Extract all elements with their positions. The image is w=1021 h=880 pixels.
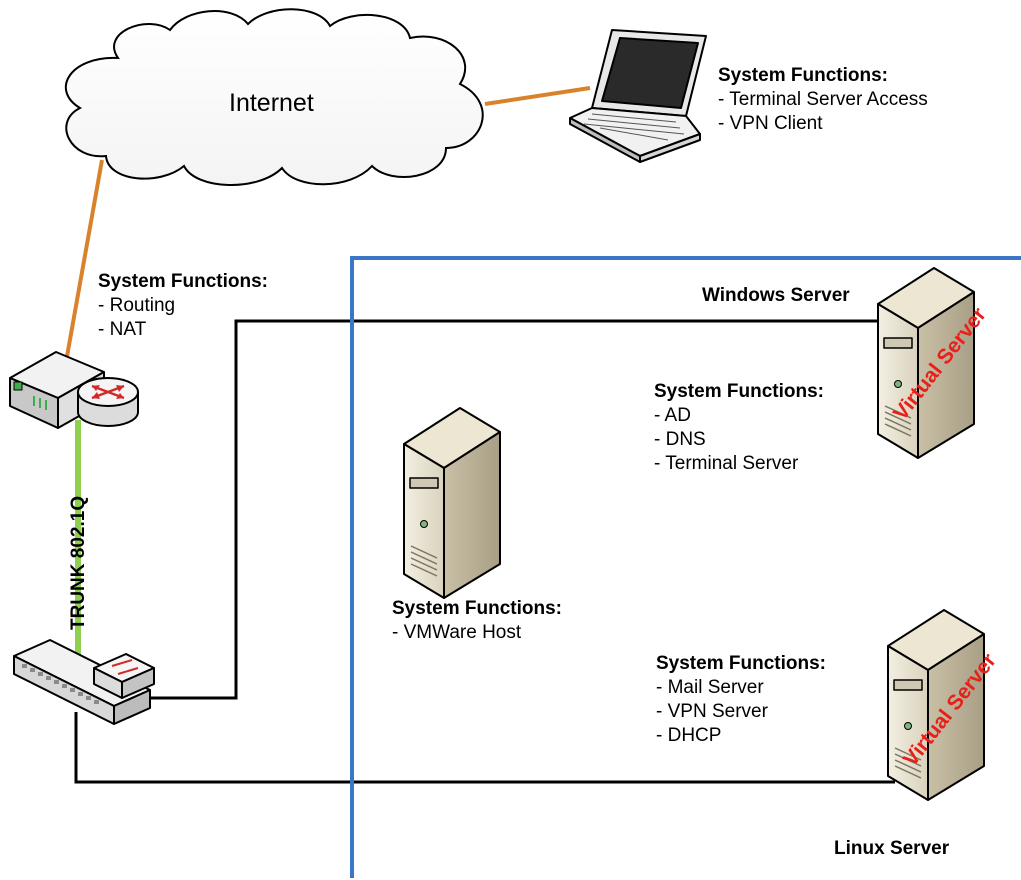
windows-server-functions: System Functions: - AD - DNS - Terminal … — [654, 380, 824, 476]
linux-server-icon: Virtual Server — [887, 609, 1001, 801]
linux-function-item: - VPN Server — [656, 701, 768, 722]
windows-function-item: - DNS — [654, 429, 706, 450]
vmware-host-functions: System Functions: - VMWare Host — [392, 597, 562, 645]
laptop-icon — [569, 29, 707, 163]
linux-server-title: Linux Server — [834, 838, 950, 859]
windows-function-item: - Terminal Server — [654, 453, 799, 474]
windows-server-title: Windows Server — [702, 285, 850, 306]
router-functions-heading: System Functions: — [98, 271, 268, 292]
linux-function-item: - Mail Server — [656, 677, 764, 698]
vmware-host-boundary — [350, 256, 1021, 878]
link-switch-windows-server — [150, 319, 885, 700]
linux-function-item: - DHCP — [656, 725, 722, 746]
router-functions: System Functions: - Routing - NAT — [98, 270, 268, 342]
router-function-item: - NAT — [98, 319, 147, 340]
windows-function-item: - AD — [654, 405, 691, 426]
trunk-label: TRUNK 802.1Q — [68, 496, 89, 630]
vmware-host-server-icon — [403, 407, 501, 599]
laptop-function-item: - VPN Client — [718, 113, 823, 134]
router-icon — [9, 351, 139, 429]
wan-link-cloud-router — [64, 159, 104, 363]
windows-functions-heading: System Functions: — [654, 381, 824, 402]
router-function-item: - Routing — [98, 295, 176, 316]
laptop-function-item: - Terminal Server Access — [718, 89, 928, 110]
link-switch-linux-server — [74, 712, 895, 784]
vmware-function-item: - VMWare Host — [392, 622, 522, 643]
vmware-functions-heading: System Functions: — [392, 598, 562, 619]
laptop-functions-heading: System Functions: — [718, 65, 888, 86]
linux-server-functions: System Functions: - Mail Server - VPN Se… — [656, 652, 826, 748]
linux-functions-heading: System Functions: — [656, 653, 826, 674]
windows-server-icon: Virtual Server — [877, 267, 991, 459]
wan-link-cloud-laptop — [484, 86, 591, 106]
internet-label: Internet — [229, 89, 314, 117]
internet-cloud-icon — [64, 8, 484, 186]
switch-icon — [13, 639, 155, 725]
laptop-functions: System Functions: - Terminal Server Acce… — [718, 64, 928, 136]
